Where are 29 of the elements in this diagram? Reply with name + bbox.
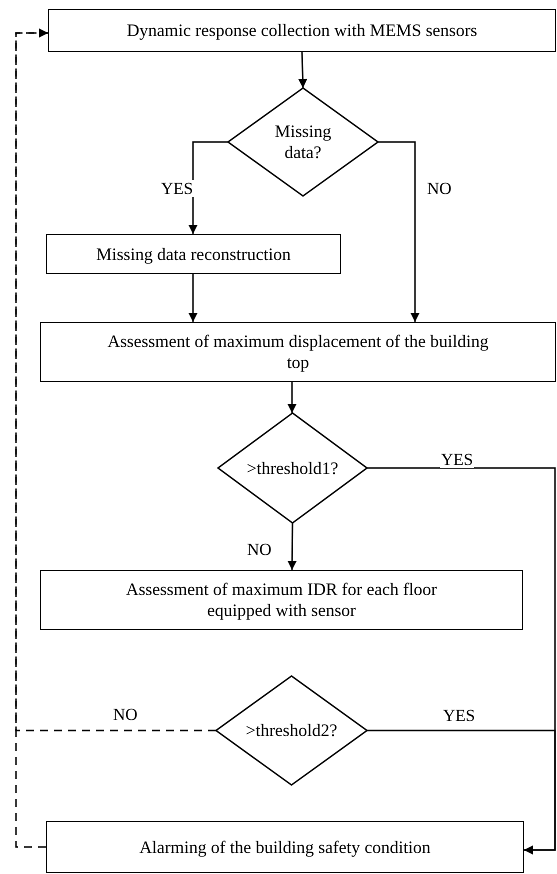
process-text: Assessment of maximum IDR for each floor equipped with sensor	[124, 579, 438, 621]
decision-diamond	[216, 676, 367, 785]
process-text: Assessment of maximum displacement of the building top	[106, 331, 490, 373]
decision-diamond	[218, 413, 367, 523]
process-box	[40, 322, 556, 382]
arrow	[378, 141, 420, 322]
process-box	[48, 9, 556, 52]
edge-label: NO	[246, 541, 273, 558]
process-text: Alarming of the building safety condition	[139, 836, 431, 858]
arrow	[298, 52, 308, 88]
decision-diamond	[228, 88, 378, 196]
process-text: Dynamic response collection with MEMS sensors	[126, 20, 478, 41]
edge-label: YES	[440, 451, 474, 468]
process-box	[46, 821, 524, 873]
process-box	[40, 570, 523, 630]
arrow	[288, 523, 297, 570]
decision-text: >threshold2?	[246, 720, 338, 741]
arrow	[15, 28, 48, 848]
edge-label: YES	[160, 180, 194, 197]
decision-text: Missing data?	[274, 121, 332, 163]
edge-label: NO	[112, 706, 139, 723]
edge-label: YES	[442, 707, 476, 724]
arrow	[188, 274, 198, 322]
process-box	[46, 234, 341, 274]
arrow	[367, 730, 556, 854]
arrow	[288, 382, 296, 413]
edge-label: NO	[426, 180, 453, 197]
process-text: Missing data reconstruction	[96, 244, 291, 264]
decision-text: >threshold1?	[246, 458, 338, 478]
